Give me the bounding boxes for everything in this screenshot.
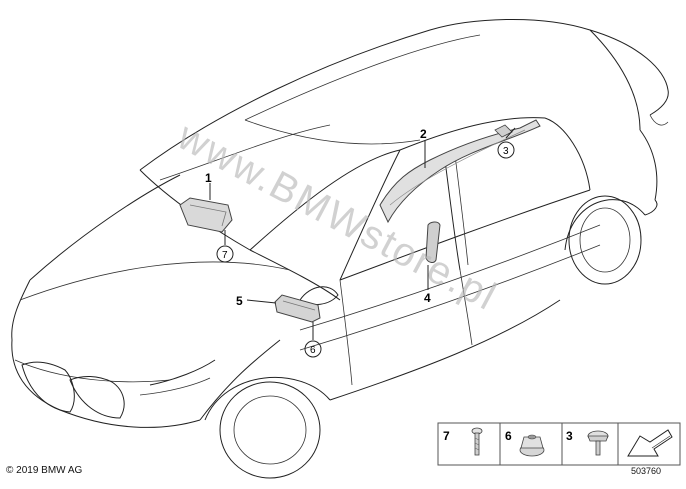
callout-5: 5 [236,294,243,308]
part-1-passenger-airbag [179,197,233,233]
callout-1: 1 [205,171,212,185]
callouts: 1 7 2 3 4 5 6 [205,127,515,358]
hardware-legend: 7 6 3 [437,422,681,466]
legend-item-3: 3 [566,429,573,443]
copyright-text: © 2019 BMW AG [6,465,83,476]
callout-leaders [209,127,516,340]
legend-item-6: 6 [505,429,512,443]
screw-icon [471,427,483,456]
callout-6-circle [304,340,322,358]
direction-arrow-icon [627,429,673,457]
callout-4: 4 [424,291,431,305]
callout-3: 3 [503,146,509,157]
callout-3-circle [497,141,515,159]
callout-7: 7 [222,250,228,261]
part-5-knee-airbag [274,294,321,323]
nut-icon [519,434,545,457]
airbag-components [179,119,541,323]
callout-2: 2 [420,127,427,141]
bolt-icon [587,430,609,456]
document-number: 503760 [631,466,662,476]
legend-item-7: 7 [443,429,450,443]
callout-6: 6 [310,345,316,356]
callout-7-circle [216,245,234,263]
car-outline [11,18,669,479]
part-4-side-airbag [425,221,441,263]
part-2-curtain-airbag [379,119,541,224]
